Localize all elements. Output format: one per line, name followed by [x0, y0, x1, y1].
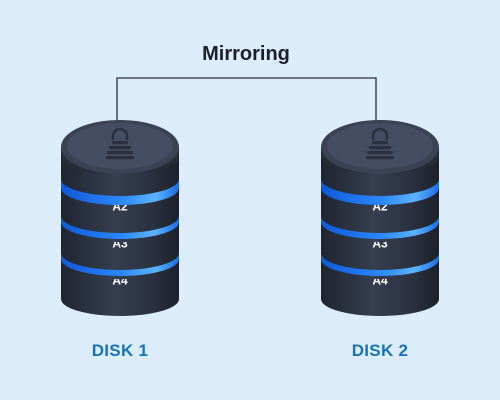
- disk-2-label: DISK 2: [352, 341, 409, 360]
- disk-band: [61, 179, 179, 202]
- disk-band: [321, 179, 439, 202]
- disk-band: [321, 253, 439, 276]
- disk-band: [61, 253, 179, 276]
- disk-band: [61, 182, 179, 205]
- disk-2-stack: A4A3A2A1: [321, 120, 439, 316]
- disk-band: [321, 216, 439, 239]
- disk-1-stack: A4A3A2A1: [61, 120, 179, 316]
- disk-band: [321, 182, 439, 205]
- lock-icon: [106, 127, 134, 160]
- disk-1-label: DISK 1: [92, 341, 149, 360]
- mirroring-connector: [116, 77, 377, 122]
- diagram-title: Mirroring: [202, 43, 290, 65]
- lock-icon: [366, 127, 394, 160]
- disk-band: [61, 216, 179, 239]
